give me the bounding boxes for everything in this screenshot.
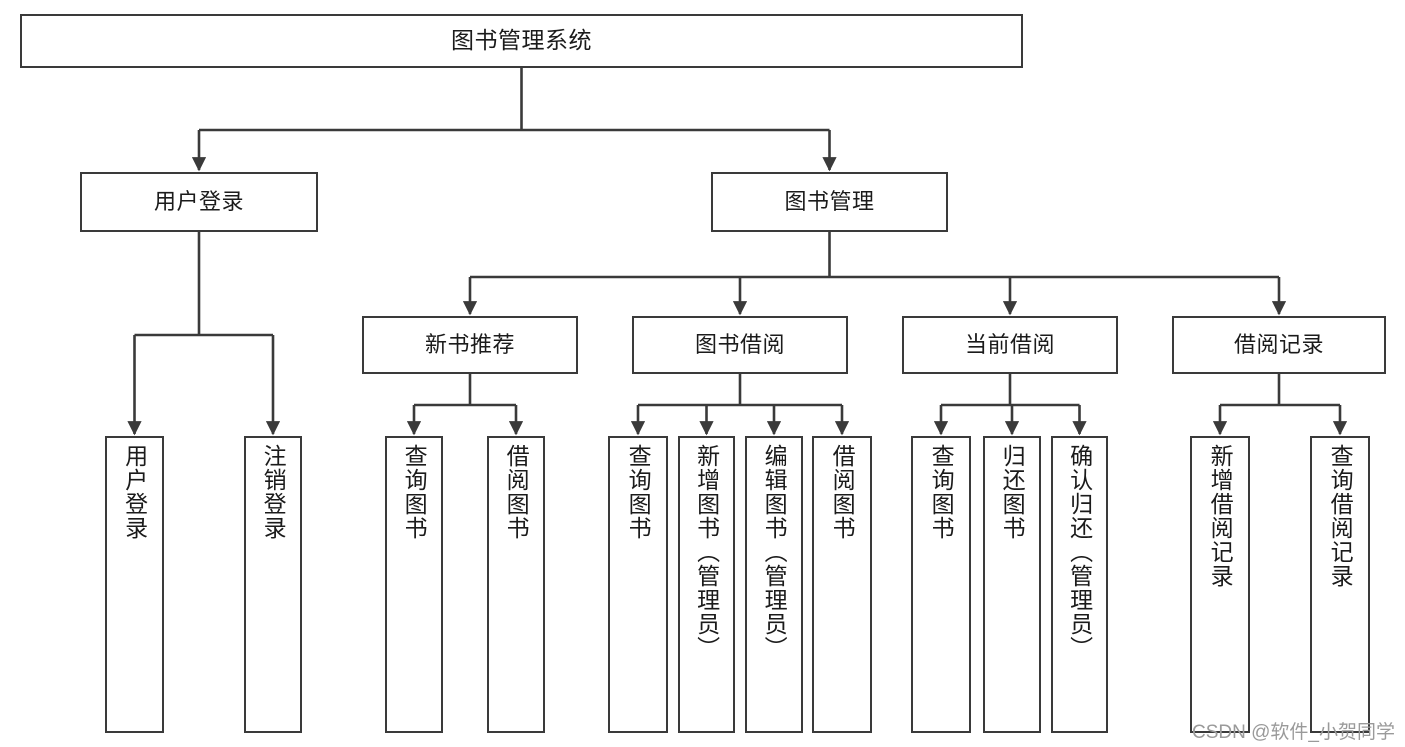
node-leaf-rec-1[interactable]: 新增借阅记录 xyxy=(1190,436,1250,733)
node-label: 编辑图书（管理员） xyxy=(761,444,788,660)
csdn-watermark: CSDN @软件_小贺同学 xyxy=(1192,722,1395,743)
node-label: 借阅图书 xyxy=(503,444,530,540)
node-leaf-cur-2[interactable]: 归还图书 xyxy=(983,436,1041,733)
node-label: 新书推荐 xyxy=(424,332,515,358)
node-leaf-cur-1[interactable]: 查询图书 xyxy=(911,436,971,733)
node-label: 查询借阅记录 xyxy=(1327,444,1354,588)
node-current[interactable]: 当前借阅 xyxy=(902,316,1118,374)
node-label: 查询图书 xyxy=(625,444,652,540)
node-records[interactable]: 借阅记录 xyxy=(1172,316,1386,374)
node-newbook[interactable]: 新书推荐 xyxy=(362,316,578,374)
node-leaf-bor-1[interactable]: 查询图书 xyxy=(608,436,668,733)
node-label: 图书管理系统 xyxy=(451,27,592,54)
node-label: 借阅记录 xyxy=(1233,332,1324,358)
node-leaf-new-2[interactable]: 借阅图书 xyxy=(487,436,545,733)
node-leaf-cur-3[interactable]: 确认归还（管理员） xyxy=(1051,436,1108,733)
node-label: 注销登录 xyxy=(260,444,287,540)
node-leaf-bor-4[interactable]: 借阅图书 xyxy=(812,436,872,733)
node-label: 确认归还（管理员） xyxy=(1066,444,1093,660)
node-leaf-bor-3[interactable]: 编辑图书（管理员） xyxy=(745,436,803,733)
node-label: 用户登录 xyxy=(121,444,148,540)
node-label: 用户登录 xyxy=(153,189,244,215)
node-borrow[interactable]: 图书借阅 xyxy=(632,316,848,374)
node-label: 新增图书（管理员） xyxy=(693,444,720,660)
node-leaf-new-1[interactable]: 查询图书 xyxy=(385,436,443,733)
node-label: 归还图书 xyxy=(999,444,1026,540)
node-leaf-login-1[interactable]: 用户登录 xyxy=(105,436,164,733)
node-login[interactable]: 用户登录 xyxy=(80,172,318,232)
node-bookmgmt[interactable]: 图书管理 xyxy=(711,172,948,232)
node-label: 图书借阅 xyxy=(694,332,785,358)
node-label: 当前借阅 xyxy=(964,332,1055,358)
node-label: 查询图书 xyxy=(928,444,955,540)
node-label: 图书管理 xyxy=(784,189,875,215)
node-root[interactable]: 图书管理系统 xyxy=(20,14,1023,68)
node-leaf-bor-2[interactable]: 新增图书（管理员） xyxy=(678,436,735,733)
node-leaf-login-2[interactable]: 注销登录 xyxy=(244,436,302,733)
node-label: 借阅图书 xyxy=(829,444,856,540)
node-leaf-rec-2[interactable]: 查询借阅记录 xyxy=(1310,436,1370,733)
node-label: 新增借阅记录 xyxy=(1207,444,1234,588)
node-label: 查询图书 xyxy=(401,444,428,540)
